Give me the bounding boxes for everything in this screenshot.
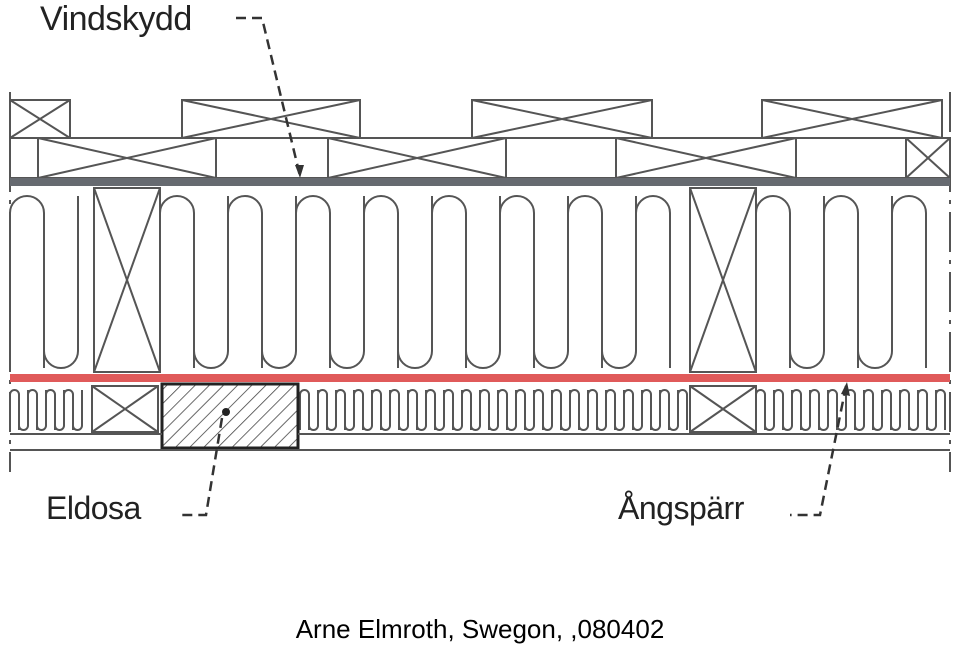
board-1 — [505, 137, 617, 179]
insulation-segment-a — [9, 195, 79, 369]
wind-barrier-label: Vindskydd — [40, 0, 192, 38]
stud-right — [689, 187, 757, 373]
electrical-box-label: Eldosa — [46, 490, 141, 526]
service-stud-left-diag-b — [91, 385, 159, 433]
electrical-box — [160, 382, 300, 450]
stud-left-diag-b — [93, 187, 161, 373]
board-2 — [795, 137, 907, 179]
upper-batten-3-diag-b — [761, 99, 943, 139]
lower-batten-0-diag-b — [37, 137, 217, 179]
service-layer-studs — [91, 385, 757, 433]
lower-batten-2-diag-b — [615, 137, 797, 179]
service-insulation-a — [9, 389, 83, 431]
service-insulation-c — [755, 389, 946, 431]
service-stud-right-diag-b — [689, 385, 757, 433]
electrical-box-dot — [222, 408, 230, 416]
upper-batten-2-diag-b — [471, 99, 653, 139]
vapour-barrier-arrowhead — [841, 382, 850, 396]
service-layer-insulation — [9, 389, 946, 431]
upper-batten-0-diag-b — [9, 99, 71, 139]
service-insulation-b — [299, 389, 688, 431]
lower-batten-1-diag-b — [327, 137, 507, 179]
insulation-segment-c — [755, 195, 927, 369]
stud-right-diag-b — [689, 187, 757, 373]
upper-batten-1-diag-b — [181, 99, 361, 139]
service-stud-left — [91, 385, 159, 433]
board-3 — [9, 137, 39, 179]
wind-barrier-arrowhead — [295, 165, 304, 178]
vapour-barrier-leader — [790, 385, 848, 517]
wall-studs — [93, 187, 757, 373]
main-insulation — [9, 195, 927, 369]
service-stud-right — [689, 385, 757, 433]
insulation-segment-b — [159, 195, 671, 369]
wind-barrier-leader — [236, 16, 302, 177]
upper-battens — [9, 99, 943, 139]
board-0 — [215, 137, 329, 179]
stud-left — [93, 187, 161, 373]
vapour-barrier-label: Ångspärr — [618, 490, 744, 526]
lower-batten-3-diag-b — [905, 137, 951, 179]
electrical-box-leader — [180, 417, 224, 517]
vapour-barrier-layer — [10, 374, 950, 382]
figure-caption: Arne Elmroth, Swegon, ,080402 — [295, 614, 665, 644]
wind-barrier-layer — [10, 178, 950, 186]
lower-battens — [9, 137, 951, 179]
